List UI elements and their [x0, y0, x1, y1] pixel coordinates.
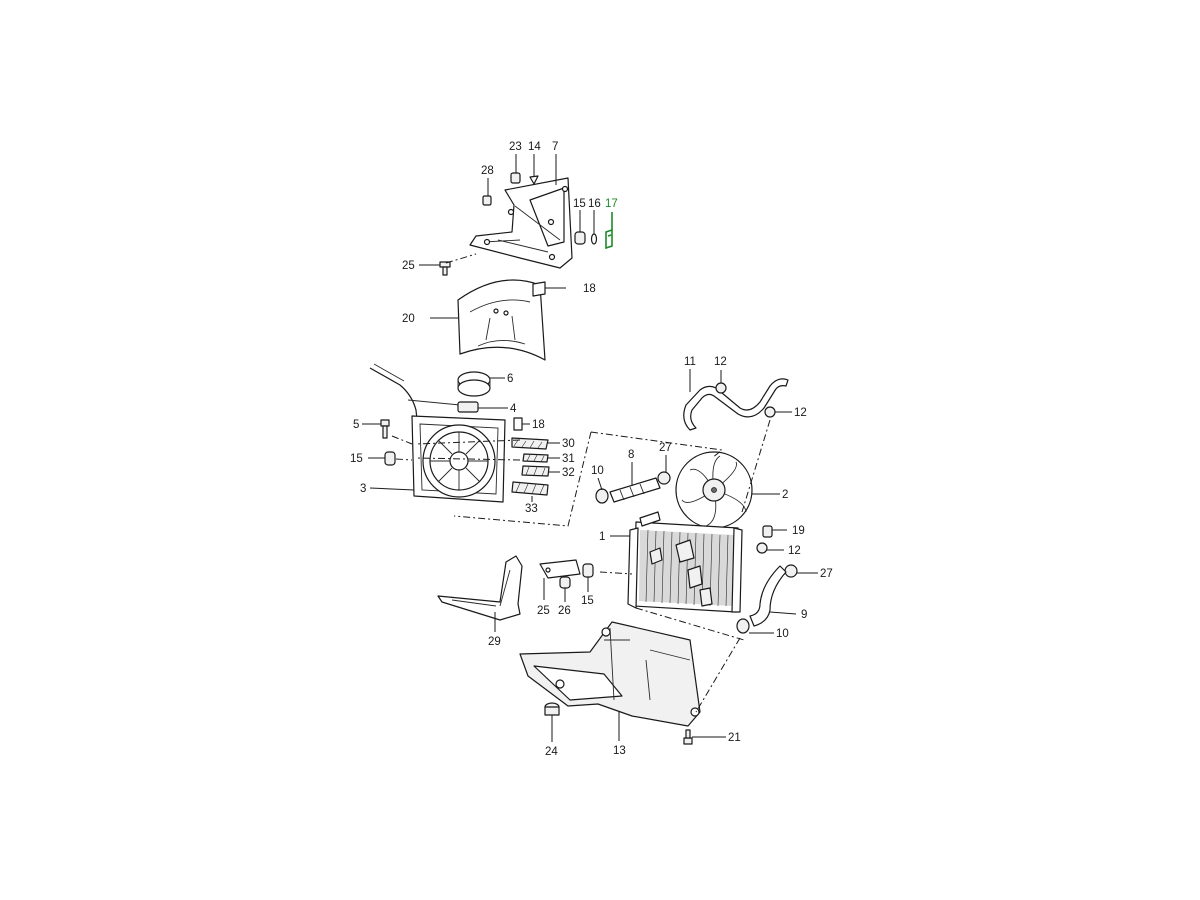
clip-part-17[interactable] [605, 228, 613, 250]
clamp-part-10-right[interactable] [736, 618, 750, 634]
grommet-part-26[interactable] [559, 576, 571, 589]
grommet-part-15-left[interactable] [384, 451, 396, 466]
callout-28[interactable]: 28 [481, 165, 494, 177]
callout-3[interactable]: 3 [360, 483, 366, 495]
callout-20[interactable]: 20 [402, 313, 415, 325]
callout-12-low[interactable]: 12 [788, 545, 801, 557]
callout-5[interactable]: 5 [353, 419, 359, 431]
bracket-part-29[interactable] [437, 555, 523, 621]
assembly-lines [391, 253, 771, 713]
clip-part-18-top[interactable] [532, 281, 546, 297]
coolant-hose-part-9[interactable] [749, 565, 787, 627]
callout-17[interactable]: 17 [605, 198, 618, 210]
clamp-part-10-left[interactable] [595, 488, 609, 504]
clamp-part-27-top[interactable] [657, 471, 671, 485]
callout-27-top[interactable]: 27 [659, 442, 672, 454]
callout-11[interactable]: 11 [684, 356, 696, 368]
clip-part-18-mid[interactable] [513, 417, 523, 431]
clamp-part-27-right[interactable] [784, 564, 798, 578]
callout-12-top[interactable]: 12 [714, 356, 727, 368]
wiring-harness-part-4[interactable] [369, 363, 479, 431]
grommet-part-15-top[interactable] [574, 231, 586, 245]
bolt-part-21[interactable] [683, 729, 693, 745]
callout-31[interactable]: 31 [562, 453, 575, 465]
clamp-part-12-top[interactable] [715, 382, 727, 394]
clip-nut-part-28[interactable] [482, 195, 492, 206]
bracket-part-25[interactable] [539, 559, 581, 579]
callout-15-low[interactable]: 15 [581, 595, 594, 607]
bolt-part-5[interactable] [380, 419, 390, 439]
cap-part-19[interactable] [762, 525, 773, 538]
callout-labels: 23 14 7 28 15 16 17 25 18 20 6 4 18 5 15… [350, 141, 833, 758]
clamp-part-12-low[interactable] [756, 542, 768, 554]
coolant-hose-part-11[interactable] [683, 378, 789, 431]
callout-18-top[interactable]: 18 [583, 283, 596, 295]
pad-part-30[interactable] [511, 437, 549, 450]
callout-10-right[interactable]: 10 [776, 628, 789, 640]
clip-part-14[interactable] [529, 175, 539, 185]
callout-16[interactable]: 16 [588, 198, 601, 210]
pad-part-31[interactable] [522, 453, 549, 463]
callout-15-left[interactable]: 15 [350, 453, 363, 465]
callout-18-mid[interactable]: 18 [532, 419, 545, 431]
radiator-part-1[interactable] [627, 511, 743, 613]
clamp-part-12-right[interactable] [764, 406, 776, 418]
radiator-fan-part-2[interactable] [675, 451, 753, 529]
callout-12-right[interactable]: 12 [794, 407, 807, 419]
ring-part-6[interactable] [457, 371, 491, 397]
leader-lines [362, 154, 818, 742]
pad-part-33[interactable] [511, 481, 549, 496]
callout-21[interactable]: 21 [728, 732, 741, 744]
callout-6[interactable]: 6 [507, 373, 513, 385]
callout-4[interactable]: 4 [510, 403, 517, 415]
pipe-part-8[interactable] [609, 477, 661, 503]
callout-33[interactable]: 33 [525, 503, 538, 515]
callout-30[interactable]: 30 [562, 438, 575, 450]
nut-part-22[interactable] [510, 172, 521, 184]
underbody-shield-part-13[interactable] [519, 621, 701, 727]
callout-7[interactable]: 7 [552, 141, 558, 153]
callout-24[interactable]: 24 [545, 746, 558, 758]
callout-8[interactable]: 8 [628, 449, 634, 461]
callout-29[interactable]: 29 [488, 636, 501, 648]
callout-32[interactable]: 32 [562, 467, 575, 479]
bolt-part-23[interactable] [439, 261, 451, 276]
washer-part-16[interactable] [590, 233, 598, 245]
callout-9[interactable]: 9 [801, 609, 807, 621]
callout-2[interactable]: 2 [782, 489, 788, 501]
callout-25[interactable]: 25 [537, 605, 550, 617]
callout-23[interactable]: 25 [402, 260, 415, 272]
grommet-part-15-low[interactable] [582, 563, 594, 578]
radiator-bracket-part-7[interactable] [469, 177, 573, 269]
callout-15-top[interactable]: 15 [573, 198, 586, 210]
callout-14[interactable]: 14 [528, 141, 541, 153]
callout-22[interactable]: 23 [509, 141, 522, 153]
grommet-part-24[interactable] [544, 702, 560, 716]
air-duct-part-20[interactable] [457, 279, 546, 361]
callout-13[interactable]: 13 [613, 745, 626, 757]
pad-part-32[interactable] [521, 465, 550, 477]
callout-26[interactable]: 26 [558, 605, 571, 617]
callout-10-left[interactable]: 10 [591, 465, 604, 477]
callout-27-right[interactable]: 27 [820, 568, 833, 580]
callout-19[interactable]: 19 [792, 525, 805, 537]
callout-1[interactable]: 1 [599, 531, 605, 543]
